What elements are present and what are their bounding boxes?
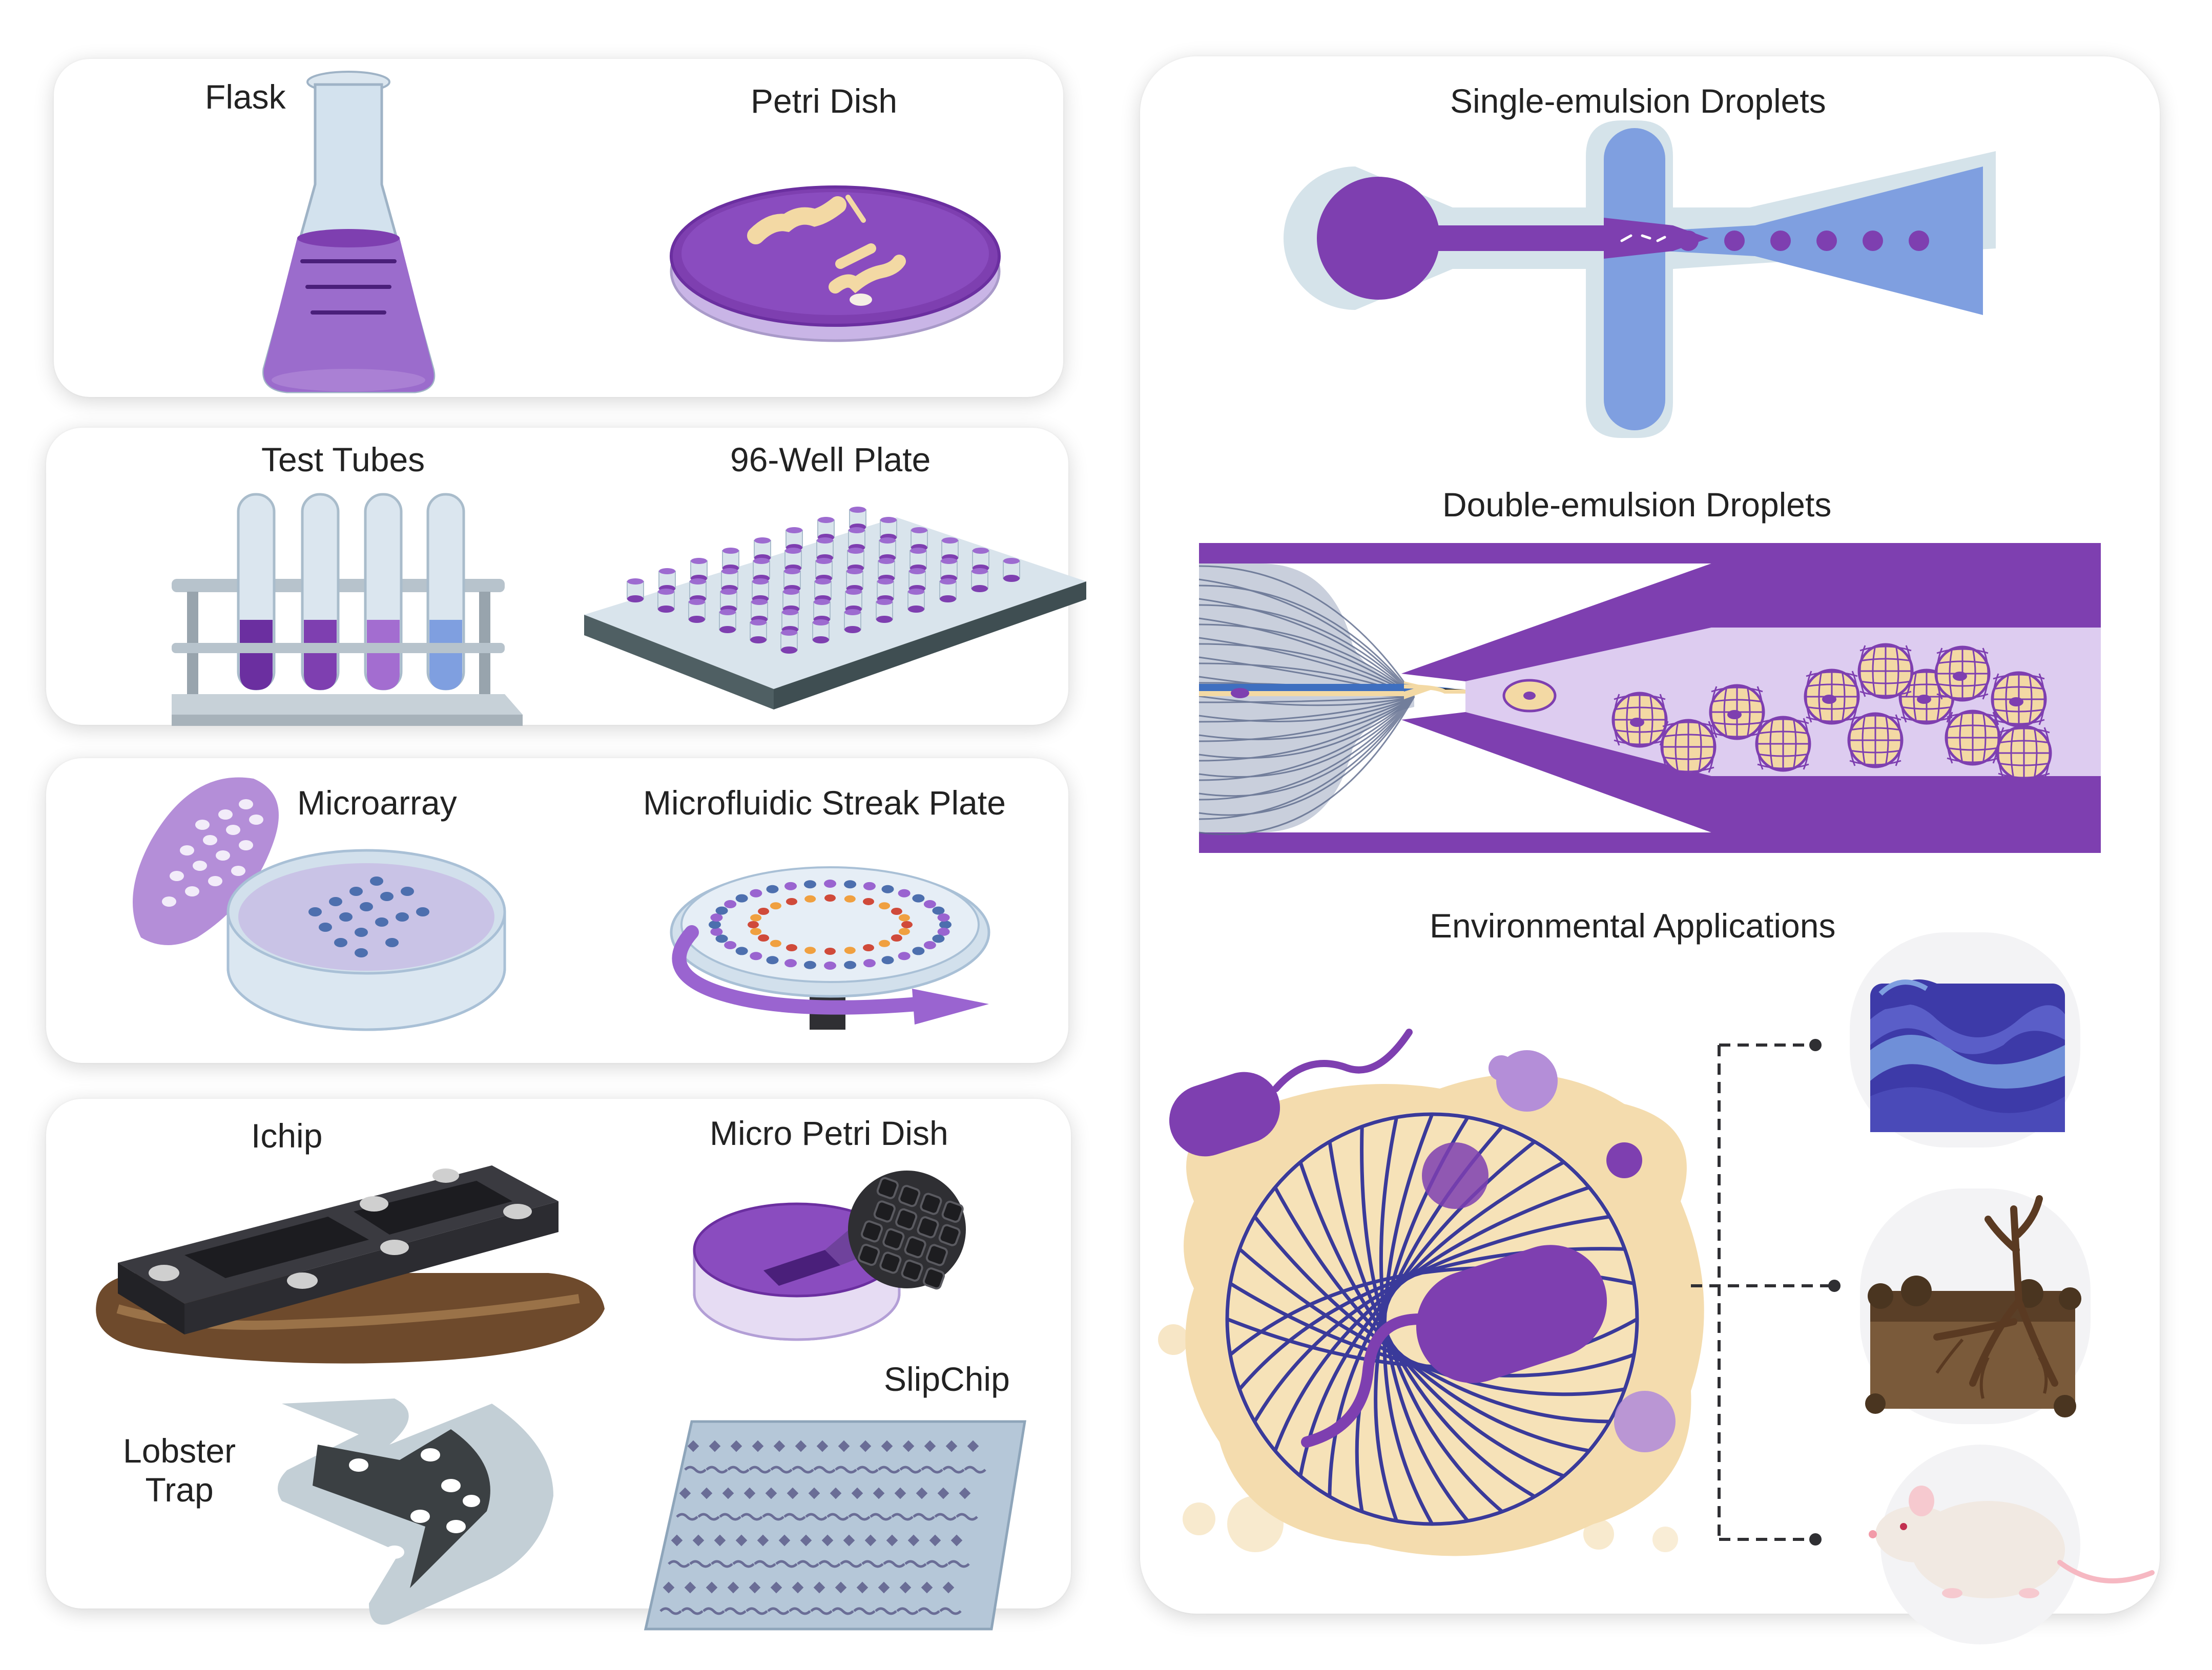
environmental-label: Environmental Applications	[1430, 907, 1836, 945]
ichip-label: Ichip	[251, 1117, 323, 1155]
double-emulsion-icon	[1198, 543, 2101, 853]
connector-lines	[1691, 1039, 1841, 1546]
microarray-label: Microarray	[297, 784, 457, 822]
slipchip-label: SlipChip	[884, 1360, 1010, 1398]
lobster-label-line2: Trap	[145, 1470, 214, 1509]
soil-plant-icon	[1860, 1188, 2091, 1424]
mouse-icon	[1869, 1445, 2155, 1644]
well-plate-label: 96-Well Plate	[730, 441, 931, 478]
streak-plate-label: Microfluidic Streak Plate	[643, 784, 1006, 822]
test-tubes-label: Test Tubes	[261, 441, 425, 478]
microbe-gel-icon	[1158, 1029, 1704, 1556]
lobster-trap-icon	[278, 1398, 553, 1625]
single-emulsion-label: Single-emulsion Droplets	[1450, 82, 1826, 120]
micro-petri-dish-icon	[693, 1171, 966, 1341]
flask-label: Flask	[205, 78, 286, 116]
double-emulsion-label: Double-emulsion Droplets	[1442, 486, 1832, 524]
ocean-icon	[1850, 932, 2080, 1147]
flask-icon	[262, 71, 436, 393]
microarray-icon	[133, 777, 506, 1031]
lobster-trap-label: Lobster Trap	[123, 1432, 236, 1510]
well-plate-icon	[584, 507, 1086, 709]
streak-plate-icon	[670, 866, 990, 1030]
test-tubes-icon	[172, 493, 523, 726]
lobster-label-line1: Lobster	[123, 1432, 236, 1470]
slipchip-icon	[644, 1420, 1026, 1631]
micro-petri-label: Micro Petri Dish	[710, 1114, 948, 1152]
ichip-icon	[96, 1165, 605, 1364]
petri-dish-label: Petri Dish	[751, 82, 898, 120]
single-emulsion-icon	[1284, 120, 1996, 438]
petri-dish-icon	[670, 185, 1001, 342]
